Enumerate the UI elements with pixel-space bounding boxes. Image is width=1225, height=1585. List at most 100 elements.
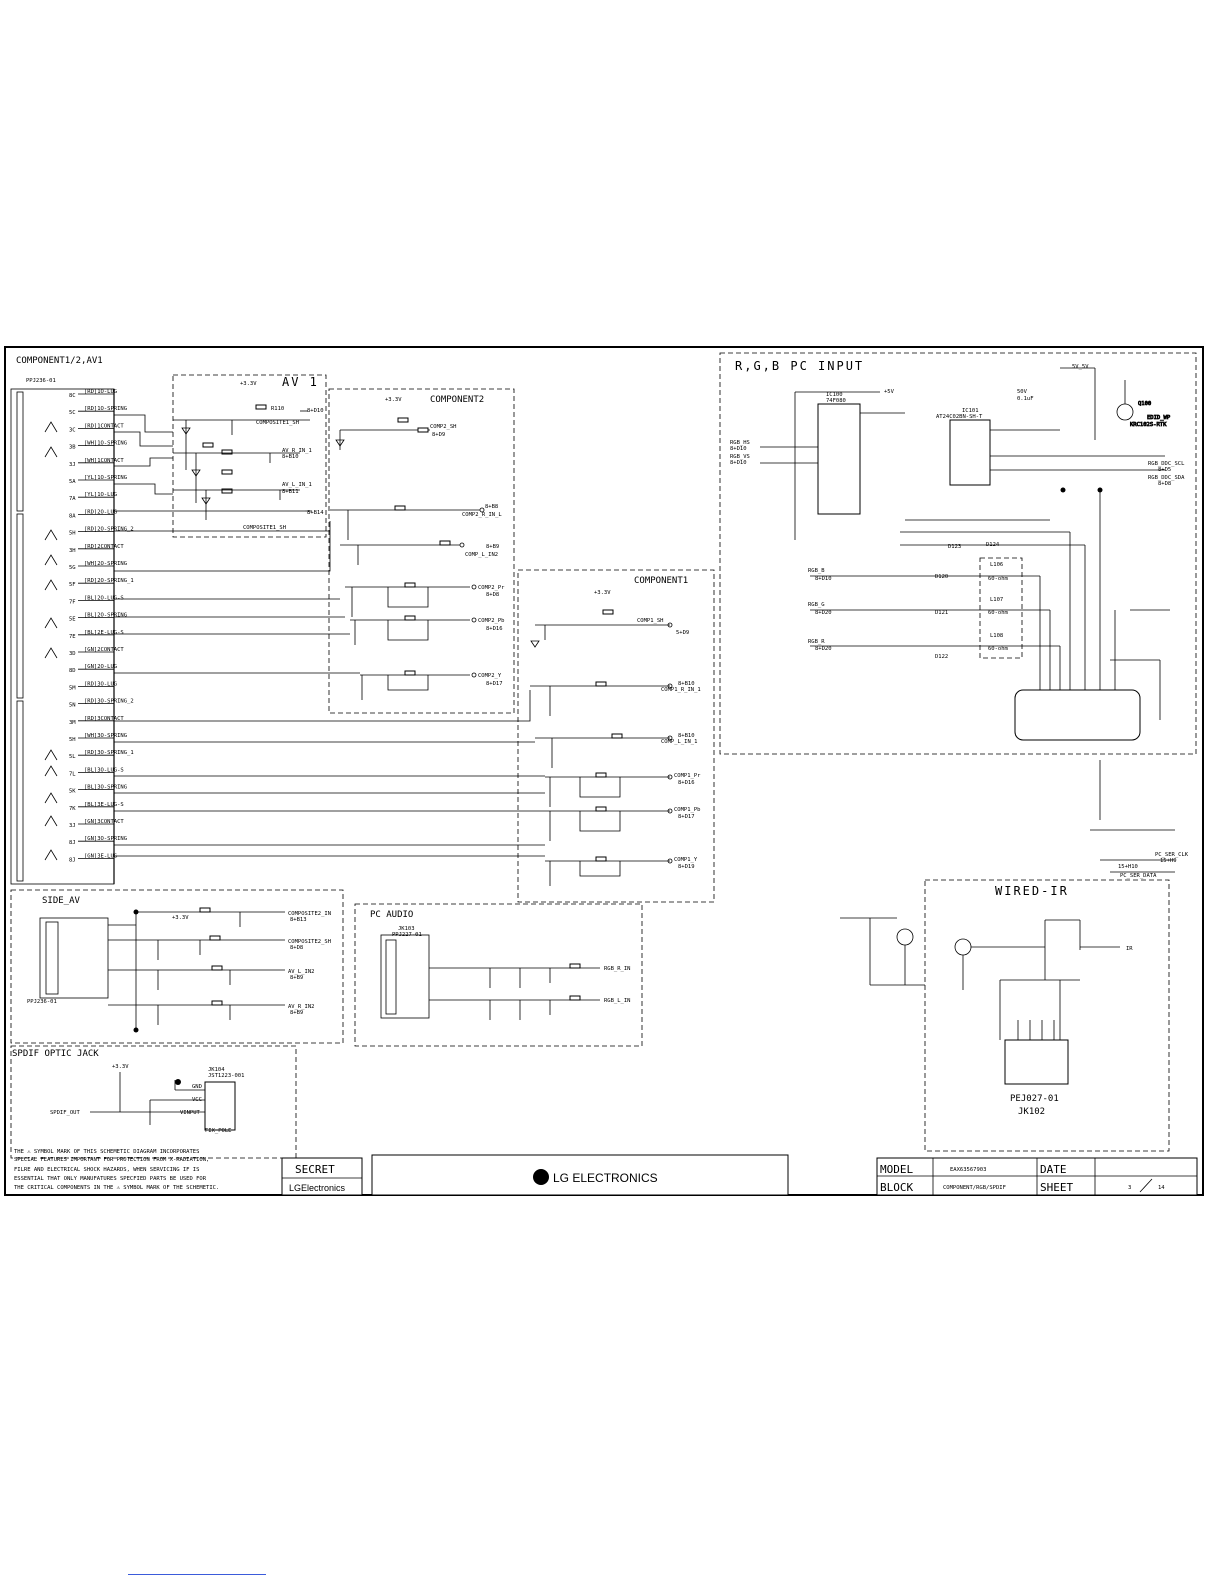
side-av-wires — [108, 907, 285, 1030]
connector-pin-number: 5L — [69, 754, 76, 760]
av1-ref-4: 8+B14 — [307, 510, 324, 516]
connector-pin: 5A[YL]1O-SPRING — [69, 475, 127, 485]
rgb-serdata-net: PC_SER_DATA — [1120, 873, 1157, 879]
connector-pin-number: 5F — [69, 582, 76, 588]
section-title-pc-audio: PC AUDIO — [370, 910, 413, 920]
inductor-l108: L108 — [990, 633, 1003, 639]
connector-pin-number: 5H — [69, 531, 76, 537]
connector-pin: 3J[GN]3CONTACT — [69, 819, 124, 829]
comp1-terminals — [667, 622, 673, 864]
connector-pin-number: 3B — [69, 445, 76, 451]
ic101-part: AT24C02BN-SH-T — [936, 414, 983, 420]
svg-text:THE ⚠ SYMBOL MARK OF THIS SCHE: THE ⚠ SYMBOL MARK OF THIS SCHEMETIC DIAG… — [14, 1149, 199, 1155]
lg-logo — [533, 1169, 549, 1185]
connector-pin-number: 5G — [69, 565, 76, 571]
connector-pin-number: 5N — [69, 703, 76, 709]
svg-text:FILRE AND ELECTRICAL SHOCK HAZ: FILRE AND ELECTRICAL SHOCK HAZARDS, WHEN… — [14, 1167, 199, 1173]
comp2-net-l: COMP_L_IN2 — [465, 552, 498, 558]
bottom-link-underline[interactable] — [128, 1574, 266, 1575]
section-title-component-av: COMPONENT1/2,AV1 — [16, 356, 103, 366]
connector-pin-number: 8J — [69, 840, 76, 846]
rgb-g-net: RGB_G — [808, 602, 825, 608]
pc-audio-net-l: RGB_L_IN — [604, 998, 631, 1004]
date-label: DATE — [1040, 1163, 1067, 1176]
rgb-scl-net: RGB_DDC_SCL — [1148, 461, 1185, 467]
jk100-ref: PPJ236-01 — [26, 378, 56, 384]
sheet-value: 3 — [1128, 1185, 1131, 1191]
sheet-label: SHEET — [1040, 1181, 1073, 1194]
av1-rail: +3.3V — [240, 381, 257, 387]
connector-pin: 5K [BL]3O-SPRING — [69, 785, 127, 795]
connector-pin: 3J[WH]1CONTACT — [69, 458, 124, 468]
connector-pin: 8D[GN]2O-LUG — [69, 664, 117, 674]
av1-net-r: AV_R_IN_1 — [282, 448, 312, 454]
comp2-net-pr: COMP2_Pr — [478, 585, 505, 591]
connector-pin: 5G [WH]2O-SPRING — [69, 561, 127, 571]
comp2-net-r: COMP2_R_IN_L — [462, 512, 502, 518]
connector-pin-name: [RD]2O-SPRING_2 — [84, 527, 134, 533]
av1-ref-3: 8+B11 — [282, 489, 299, 495]
rgb-rail-5v: 5V_5V — [1072, 364, 1089, 370]
av1-ref-2: 8+B10 — [282, 454, 299, 460]
connector-pin: 7K[BL]3E-LUG-S — [69, 802, 124, 812]
connector-pin-number: 7L — [69, 771, 76, 777]
connector-pin-name: [GN]3CONTACT — [84, 819, 124, 825]
ic100: IC100 74F080 — [817, 392, 861, 515]
connector-pin: 5M[RD]3O-LUG — [69, 681, 117, 691]
section-title-wired-ir: WIRED-IR — [995, 884, 1069, 898]
title-block: MODEL EAX63567903 DATE BLOCK COMPONENT/R… — [876, 1157, 1198, 1196]
connector-pin-number: 3D — [69, 651, 76, 657]
comp1-ref-pr: 8+D16 — [678, 780, 695, 786]
connector-pin: 8A[RD]2O-LUG — [69, 509, 117, 519]
connector-pin-name: [RD]3O-SPRING_2 — [84, 699, 134, 705]
svg-text:LG ELECTRONICS: LG ELECTRONICS — [553, 1171, 658, 1185]
dsub-connector — [1014, 689, 1141, 741]
pc-audio-net-r: RGB_R_IN — [604, 966, 631, 972]
connector-pin-number: 7K — [69, 806, 76, 812]
comp2-ref-l: 8+B9 — [486, 544, 499, 550]
connector-pin-number: 5K — [69, 789, 76, 795]
connector-pin: 3M[RD]3CONTACT — [69, 716, 124, 726]
comp1-net-pb: COMP1_Pb — [674, 807, 701, 813]
comp1-ref-pb: 8+D17 — [678, 814, 695, 820]
rgb-diode-4: D123 — [948, 544, 961, 550]
secret-block: SECRET LGElectronics — [281, 1157, 363, 1196]
connector-pin-name: [GN]2CONTACT — [84, 647, 124, 653]
connector-pin-name: [WH]2O-SPRING — [84, 561, 127, 567]
connector-pin-name: [RD]1O-LUG — [84, 389, 117, 395]
rgb-r-ref: 8+D20 — [815, 646, 832, 652]
connector-pin-number: 7A — [69, 496, 76, 502]
side-av-rail: +3.3V — [172, 915, 189, 921]
connector-pin-name: [BL]3O-SPRING — [84, 785, 127, 791]
connector-pin: 7E[BL]2E-LUG-S — [69, 630, 124, 640]
comp1-net-r: COMP1_R_IN_1 — [661, 687, 701, 693]
connector-pin-name: [BL]2O-SPRING — [84, 613, 127, 619]
component2-components — [330, 417, 480, 700]
section-title-rgb: R,G,B PC INPUT — [735, 359, 864, 373]
comp2-net-y: COMP2_Y — [478, 673, 502, 679]
spdif-rail: +3.3V — [112, 1064, 129, 1070]
pc-audio-box — [354, 903, 643, 1047]
svg-text:ESSENTIAL THAT ONLY MANUFATURE: ESSENTIAL THAT ONLY MANUFATURES SPECFIED… — [14, 1176, 207, 1182]
svg-text:SPECIAL FEATURES IMPORTANT FOR: SPECIAL FEATURES IMPORTANT FOR PROTECTIO… — [14, 1157, 209, 1163]
rgb-scl-ref: 8+D5 — [1158, 467, 1171, 473]
pc-audio-part: PPJ227-01 — [392, 932, 422, 938]
spdif-net: SPDIF_OUT — [50, 1110, 80, 1116]
rgb-serclk-ref: 15+H9 — [1160, 858, 1177, 864]
side-av-net-r: AV_R_IN2 — [288, 1004, 315, 1010]
component1-components — [530, 609, 670, 886]
connector-pin-name: [RD]3CONTACT — [84, 716, 124, 722]
connector-pin: 7L[BL]3O-LUG-S — [69, 767, 124, 777]
side-av-ref-comp2-in: 8+B13 — [290, 917, 307, 923]
connector-pin-name: [BL]2O-LUG-S — [84, 595, 124, 601]
rgb-sda-net: RGB_DDC_SDA — [1148, 475, 1185, 481]
side-av-net-l: AV_L_IN2 — [288, 969, 315, 975]
pc-audio-connector — [380, 934, 430, 1019]
connector-jk100 — [10, 388, 115, 885]
ir-components — [840, 917, 1120, 1040]
comp2-ref-r: 8+B8 — [485, 504, 498, 510]
av1-components — [173, 404, 310, 520]
comp2-ref-sh: 8+D9 — [432, 432, 445, 438]
connector-pin: 5N [RD]3O-SPRING_2 — [69, 699, 134, 709]
connector-pin: 3H[RD]2CONTACT — [69, 544, 124, 554]
